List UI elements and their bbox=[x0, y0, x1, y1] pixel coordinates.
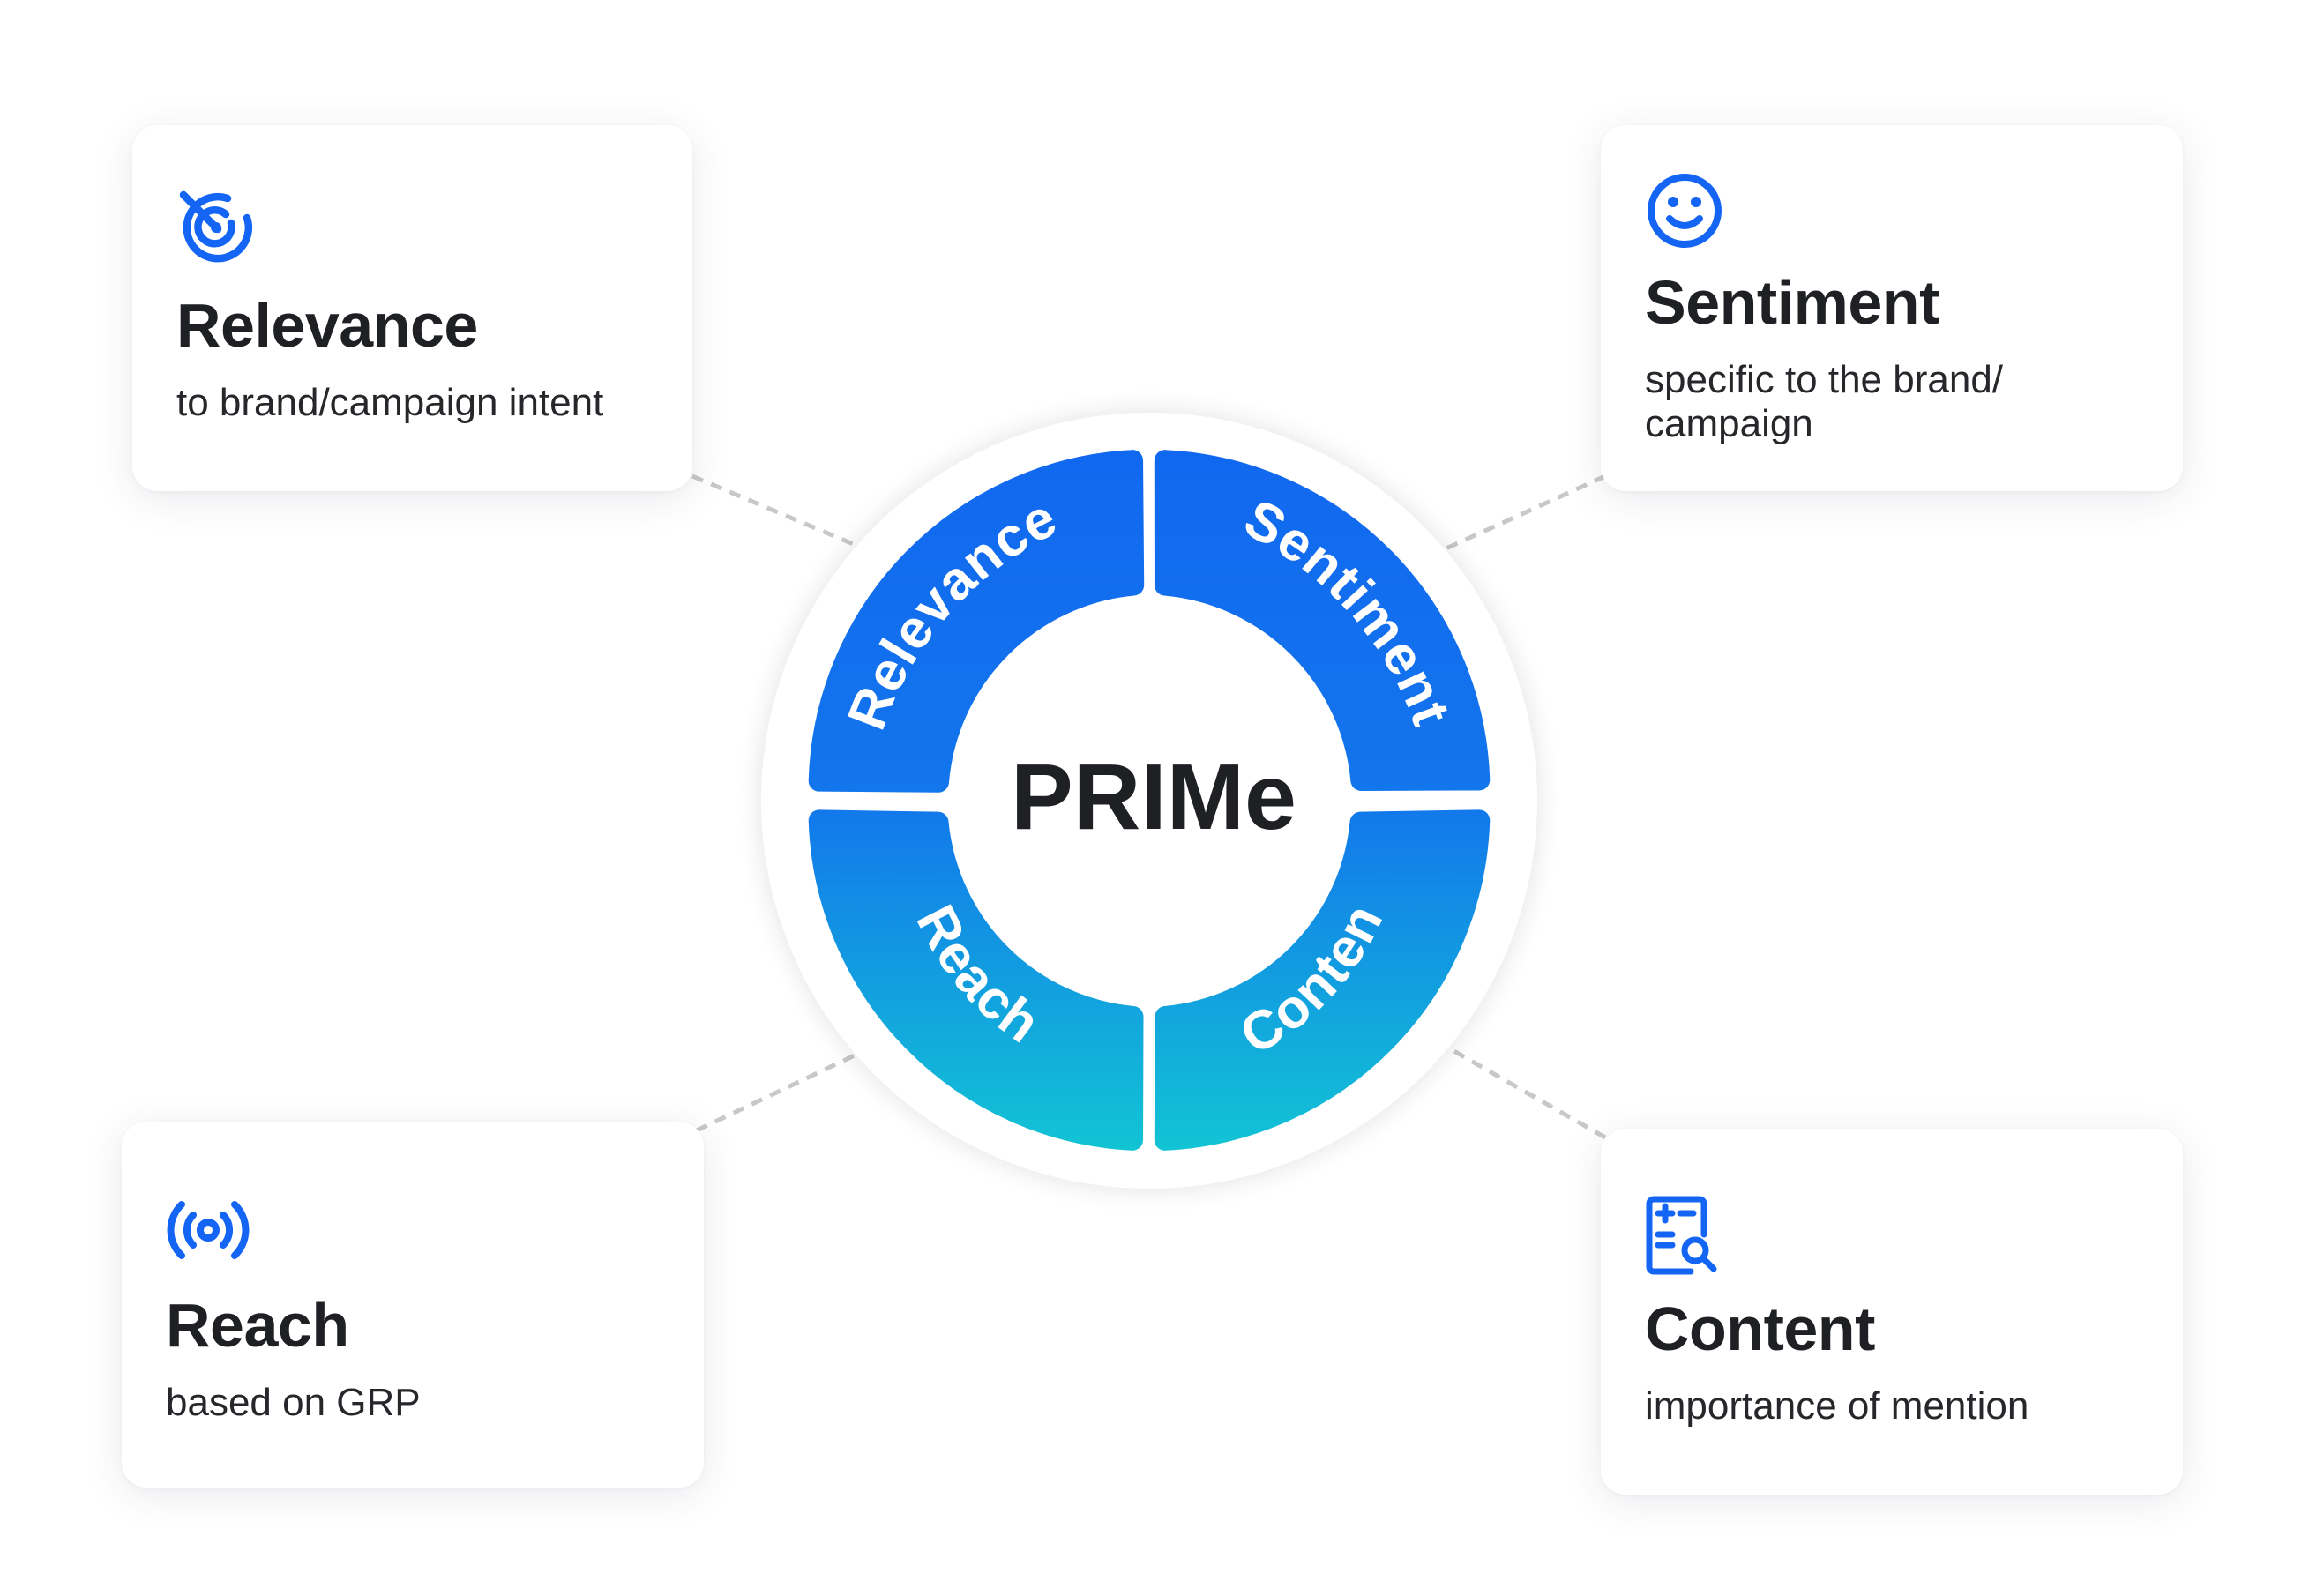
card-description: importance of mention bbox=[1645, 1384, 2029, 1428]
card-relevance: Relevance to brand/campaign intent bbox=[132, 125, 692, 491]
card-title: Content bbox=[1645, 1294, 1875, 1363]
segment-content bbox=[1154, 809, 1491, 1151]
segment-relevance bbox=[808, 450, 1145, 793]
card-description: to brand/campaign intent bbox=[176, 381, 604, 424]
card-description: specific to the brand/ campaign bbox=[1645, 358, 2004, 445]
card-sentiment: Sentiment specific to the brand/ campaig… bbox=[1601, 125, 2183, 491]
segment-reach bbox=[808, 809, 1144, 1151]
connector-content bbox=[1418, 1029, 1607, 1140]
smiley-icon bbox=[1648, 174, 1722, 248]
segment-sentiment bbox=[1154, 450, 1491, 791]
card-title: Relevance bbox=[176, 291, 478, 360]
target-icon bbox=[179, 190, 253, 263]
card-title: Reach bbox=[166, 1291, 349, 1360]
center-label: PRIMe bbox=[1011, 745, 1296, 849]
connector-sentiment bbox=[1409, 474, 1607, 567]
connector-relevance bbox=[691, 474, 892, 563]
card-reach: Reach based on GRP bbox=[122, 1122, 704, 1488]
card-description: based on GRP bbox=[166, 1381, 421, 1424]
document-search-icon bbox=[1646, 1196, 1717, 1275]
broadcast-icon bbox=[167, 1201, 250, 1259]
card-title: Sentiment bbox=[1645, 268, 1939, 337]
card-content: Content importance of mention bbox=[1601, 1129, 2183, 1495]
